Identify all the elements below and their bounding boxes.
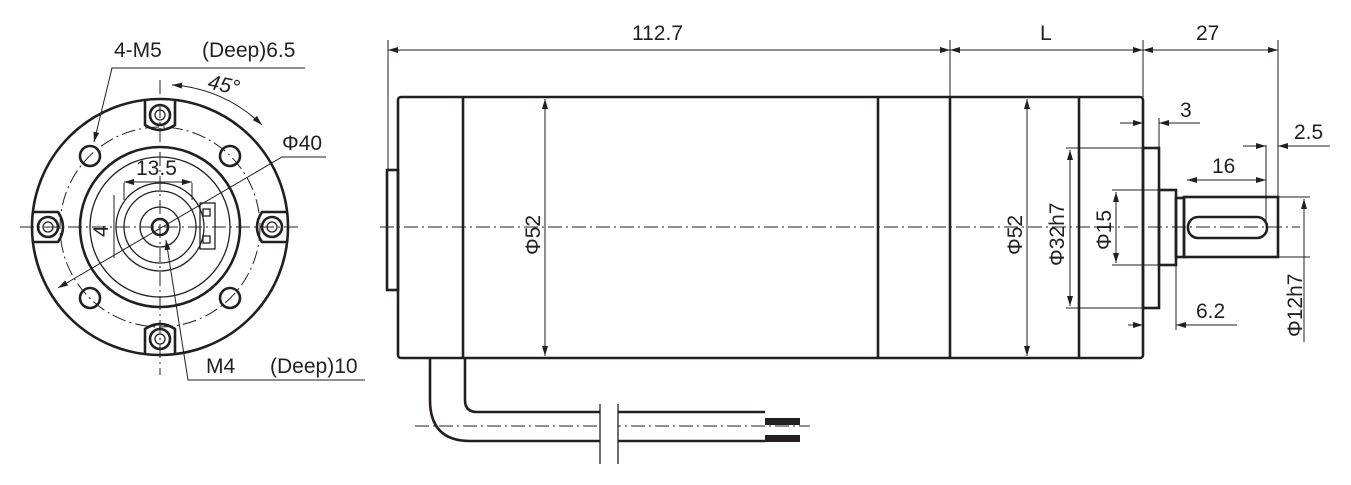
terminal-hole [202, 235, 211, 244]
tapped-depth-label: (Deep)6.5 [202, 39, 295, 62]
m4-leader [164, 239, 365, 381]
pilot [1141, 146, 1161, 310]
terminal-tab [199, 202, 216, 250]
rear-cap [385, 168, 400, 292]
mount-tab-top [143, 100, 177, 132]
pcd-label: Φ40 [282, 132, 322, 155]
flat-width-label: 13.5 [136, 157, 177, 180]
m5-leader [93, 67, 305, 143]
break-lines [599, 404, 619, 464]
tapped-hole [218, 144, 242, 168]
pilot-outer [78, 145, 242, 309]
shaft-circle [139, 206, 181, 248]
shaft-length-label: 27 [1196, 22, 1219, 45]
motor-length-label: 112.7 [632, 22, 683, 45]
bolt-circle [59, 126, 261, 328]
center-thread-label: M4 [206, 355, 235, 378]
pilot-length-label: 3 [1180, 99, 1192, 122]
shaft-diameter-label: Φ12h7 [1284, 274, 1307, 337]
mount-tab-right [255, 210, 287, 244]
tapped-hole [78, 144, 102, 168]
key-length-label: 16 [1212, 155, 1235, 178]
center-thread [150, 217, 170, 237]
wire-end [765, 418, 800, 425]
center-depth-label: (Deep)10 [270, 355, 358, 378]
output-shaft [1182, 195, 1280, 259]
pcd-leader [57, 156, 326, 289]
tapped-hole [218, 286, 242, 310]
tapped-hole [78, 286, 102, 310]
angle-dimension [171, 82, 263, 126]
angle-label: 45° [206, 71, 242, 100]
boss-inner [123, 190, 197, 264]
front-view: 4-M5 (Deep)6.5 45° Φ40 13.5 4 M4 (Deep)1… [20, 39, 365, 381]
mount-tab-left [33, 210, 65, 244]
cable [415, 358, 810, 464]
gearbox-length-label: L [1040, 22, 1052, 45]
boss-diameter-label: Φ15 [1093, 210, 1116, 250]
boss-length-label: 6.2 [1196, 300, 1225, 323]
key-offset-label: 2.5 [1294, 121, 1323, 144]
motor-diameter-label: Φ52 [522, 215, 545, 255]
tapped-holes-label: 4-M5 [114, 39, 162, 62]
mount-tab-bottom [143, 322, 177, 354]
pilot-diameter-label: Φ32h7 [1046, 203, 1069, 266]
gearbox-diameter-label: Φ52 [1004, 215, 1027, 255]
keyway [1186, 215, 1269, 240]
pilot-inner [89, 156, 231, 298]
flat-height-label: 4 [90, 225, 113, 237]
terminal-hole [202, 208, 211, 217]
side-view: 112.7 L 27 Φ52 Φ52 Φ32h7 Φ15 Φ12h7 3 6.2… [380, 22, 1330, 464]
flange-outline [30, 97, 290, 357]
wire-end [765, 435, 800, 442]
